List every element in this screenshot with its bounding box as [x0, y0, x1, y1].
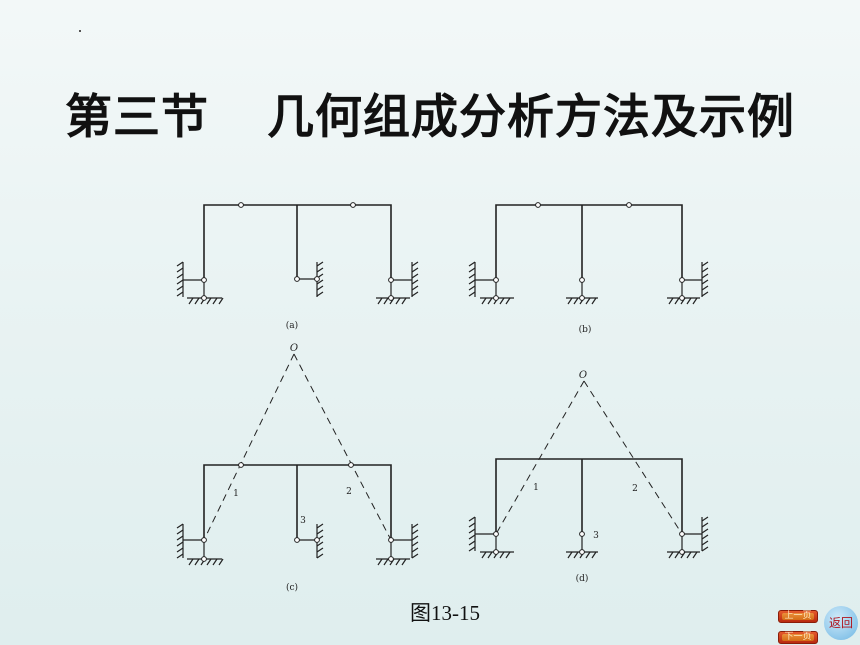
point-o-c: O: [290, 343, 298, 354]
support-3-label-d: 3: [593, 531, 599, 541]
page-title: 第三节 几何组成分析方法及示例: [0, 78, 860, 147]
dashed-lines-d: [495, 380, 683, 535]
next-page-button[interactable]: 下一页: [778, 631, 818, 644]
figure-c: [176, 353, 419, 566]
figure-b-label: (b): [579, 324, 592, 335]
support-3-label-c: 3: [300, 516, 306, 526]
prev-page-button[interactable]: 上一页: [778, 610, 818, 623]
hinge-2-label-c: 2: [346, 487, 352, 497]
support-a-right: [376, 261, 419, 305]
figure-a: [176, 204, 419, 305]
labels-c: O 1 2 3 (c): [233, 343, 352, 593]
point-o-d: O: [579, 370, 587, 381]
support-a-left: [176, 261, 224, 305]
support-c-right: [376, 523, 419, 566]
hinge-2-label-d: 2: [632, 484, 638, 494]
support-b-right: [667, 261, 709, 305]
support-d-left: [468, 516, 514, 559]
decorative-dot: [79, 30, 81, 32]
support-c-middle: [297, 523, 324, 559]
figure-a-label: (a): [286, 320, 298, 331]
hinges-b: [493, 202, 685, 301]
figure-d-label: (d): [576, 573, 589, 584]
figure-c-label: (c): [286, 582, 298, 593]
figure-b: [468, 204, 709, 305]
hinges-c: [201, 462, 394, 562]
back-button[interactable]: 返回: [824, 606, 858, 640]
hinge-1-label-d: 1: [533, 483, 539, 493]
support-d-right: [667, 516, 709, 559]
labels-d: O 1 2 3 (d): [533, 370, 638, 584]
dashed-lines-c: [203, 353, 392, 541]
figure-d: [468, 380, 709, 559]
support-b-left: [468, 261, 514, 305]
figure-caption: 图13-15: [410, 601, 480, 625]
section-number: 第三节: [65, 90, 209, 145]
support-c-left: [176, 523, 224, 566]
hinges-a: [201, 202, 394, 301]
hinge-1-label-c: 1: [233, 489, 239, 499]
hinges-d: [493, 531, 685, 555]
section-title: 几何组成分析方法及示例: [267, 90, 795, 145]
